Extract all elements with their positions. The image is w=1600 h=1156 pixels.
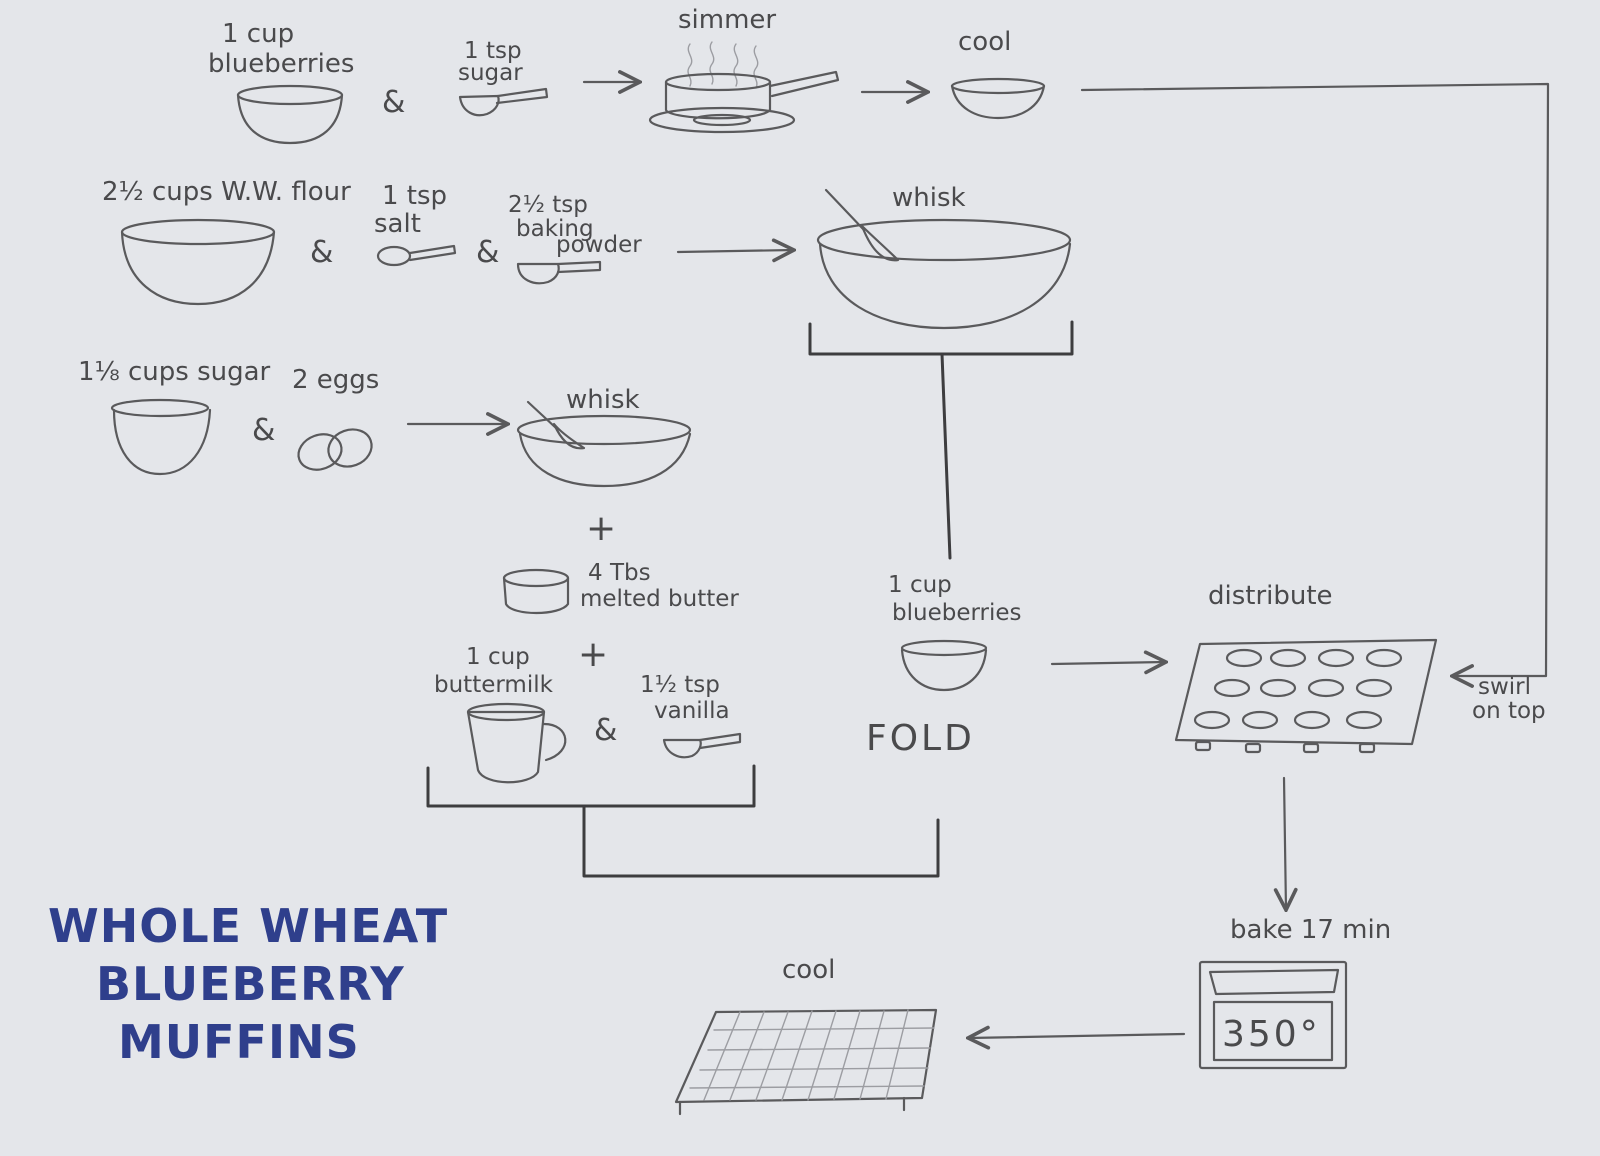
arrow <box>968 1034 1186 1038</box>
muffin-tin-icon <box>1174 638 1438 754</box>
mixing-bowl-icon <box>516 414 692 488</box>
measuring-cup-icon <box>466 702 567 784</box>
bracket <box>426 764 756 808</box>
row3-eggs-label: 2 eggs <box>292 365 379 395</box>
whisk-icon <box>526 400 586 450</box>
bowl-icon <box>900 639 988 692</box>
arrow <box>676 250 794 252</box>
ampersand: & <box>310 235 333 270</box>
row1-sugar-label: sugar <box>458 60 523 86</box>
title-line-3: MUFFINS <box>118 1015 360 1069</box>
oven-temperature: 350° <box>1222 1014 1321 1055</box>
bracket <box>808 320 1074 356</box>
butter-label: melted butter <box>580 586 739 612</box>
plus-sign: + <box>586 508 619 549</box>
row2-whisk-label: whisk <box>892 183 966 213</box>
row2-bp-label1: baking <box>516 216 594 242</box>
cooling-rack-icon <box>674 1008 938 1116</box>
large-bowl-icon <box>120 218 276 306</box>
arrow <box>1050 662 1166 664</box>
row1-simmer-label: simmer <box>678 5 776 35</box>
ampersand: & <box>252 413 275 448</box>
row3-whisk-label: whisk <box>566 385 640 415</box>
mixing-bowl-icon <box>816 218 1072 330</box>
title-line-2: BLUEBERRY <box>96 957 405 1011</box>
row1-blueberries-label: blueberries <box>208 49 354 79</box>
whisk-icon <box>824 188 900 262</box>
bowl-icon <box>950 77 1046 120</box>
row2-bp-qty: 2½ tsp <box>508 192 588 218</box>
swirl-label: swirl <box>1478 674 1531 700</box>
row2-salt-label: salt <box>374 209 421 239</box>
measuring-spoon-icon <box>516 260 602 285</box>
ampersand: & <box>382 85 405 120</box>
row2-bp-label2: powder <box>556 232 642 258</box>
bowl-icon <box>236 84 344 145</box>
fold-label: FOLD <box>866 718 975 759</box>
swirl-label-2: on top <box>1472 698 1546 724</box>
fold-blueberries-label: blueberries <box>892 600 1022 626</box>
vanilla-label: vanilla <box>654 698 730 724</box>
oven-icon <box>1198 960 1348 1070</box>
measuring-spoon-icon <box>458 87 549 117</box>
row3-sugar-label: 1⅛ cups sugar <box>78 357 271 387</box>
arrow <box>1284 776 1286 910</box>
bake-label: bake 17 min <box>1230 915 1391 945</box>
connector-line <box>1080 82 1550 676</box>
ampersand: & <box>594 713 617 748</box>
bowl-icon <box>110 398 212 476</box>
title-line-1: WHOLE WHEAT <box>48 899 448 953</box>
connector-line <box>940 352 952 560</box>
measuring-spoon-icon <box>662 732 742 759</box>
row2-salt-qty: 1 tsp <box>382 181 447 211</box>
butter-qty: 4 Tbs <box>588 560 651 586</box>
egg-icon <box>297 428 373 471</box>
distribute-label: distribute <box>1208 581 1333 611</box>
connector-line <box>582 804 940 878</box>
plus-sign: + <box>578 634 611 675</box>
row2-flour-label: 2½ cups W.W. flour <box>102 177 351 207</box>
measuring-spoon-icon <box>376 244 457 267</box>
row1-sugar-qty: 1 tsp <box>464 38 522 64</box>
buttermilk-label: buttermilk <box>434 672 554 698</box>
saucepan-icon <box>648 70 840 134</box>
row1-blueberries-qty: 1 cup <box>222 19 294 49</box>
buttermilk-qty: 1 cup <box>466 644 530 670</box>
steam-icon <box>687 41 759 89</box>
muffin-cups <box>1193 648 1403 730</box>
final-cool-label: cool <box>782 955 835 985</box>
ampersand: & <box>476 235 499 270</box>
vanilla-qty: 1½ tsp <box>640 672 720 698</box>
fold-blueberries-qty: 1 cup <box>888 572 952 598</box>
butter-dish-icon <box>502 568 570 614</box>
row1-cool-label: cool <box>958 27 1011 57</box>
